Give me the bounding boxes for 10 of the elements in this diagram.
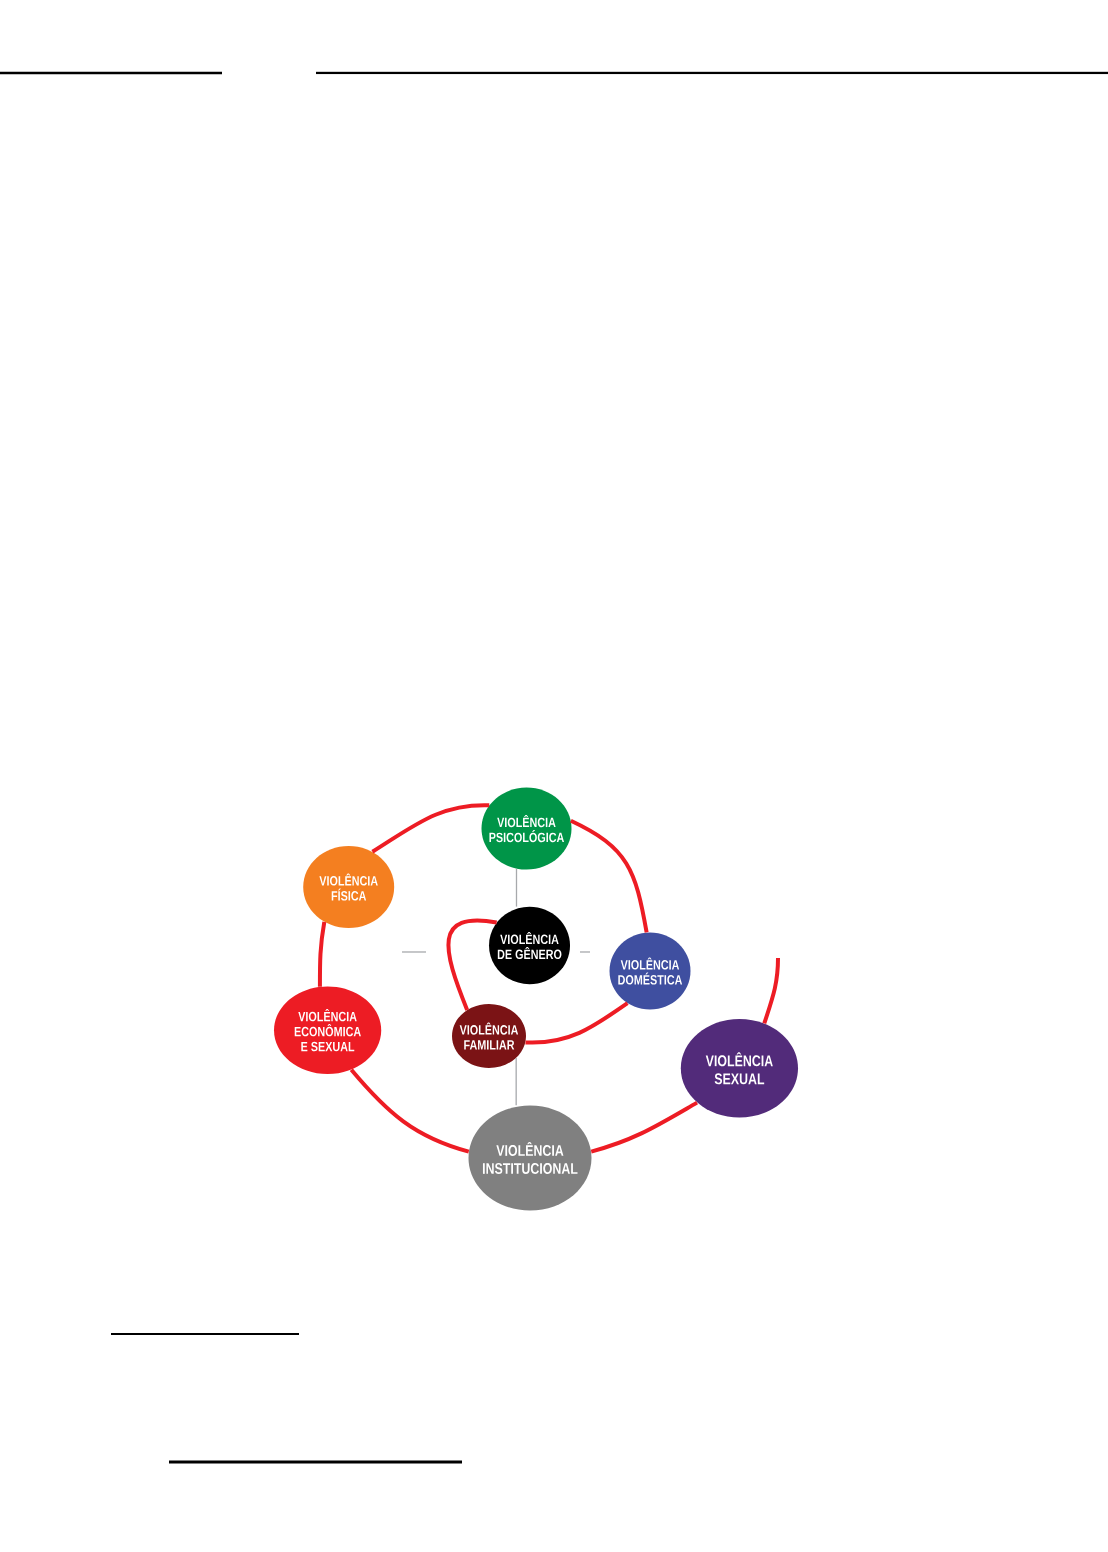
spiral-line xyxy=(570,818,649,933)
spiral-line xyxy=(446,918,497,1011)
connector-line xyxy=(515,868,518,908)
spiral-line xyxy=(762,957,780,1025)
spiral-line xyxy=(371,803,490,854)
spiral-line xyxy=(349,1068,470,1154)
spiral-line xyxy=(525,1001,629,1045)
spiral-line xyxy=(590,1100,699,1154)
spiral-line xyxy=(317,921,327,987)
connector-line xyxy=(515,1057,517,1106)
